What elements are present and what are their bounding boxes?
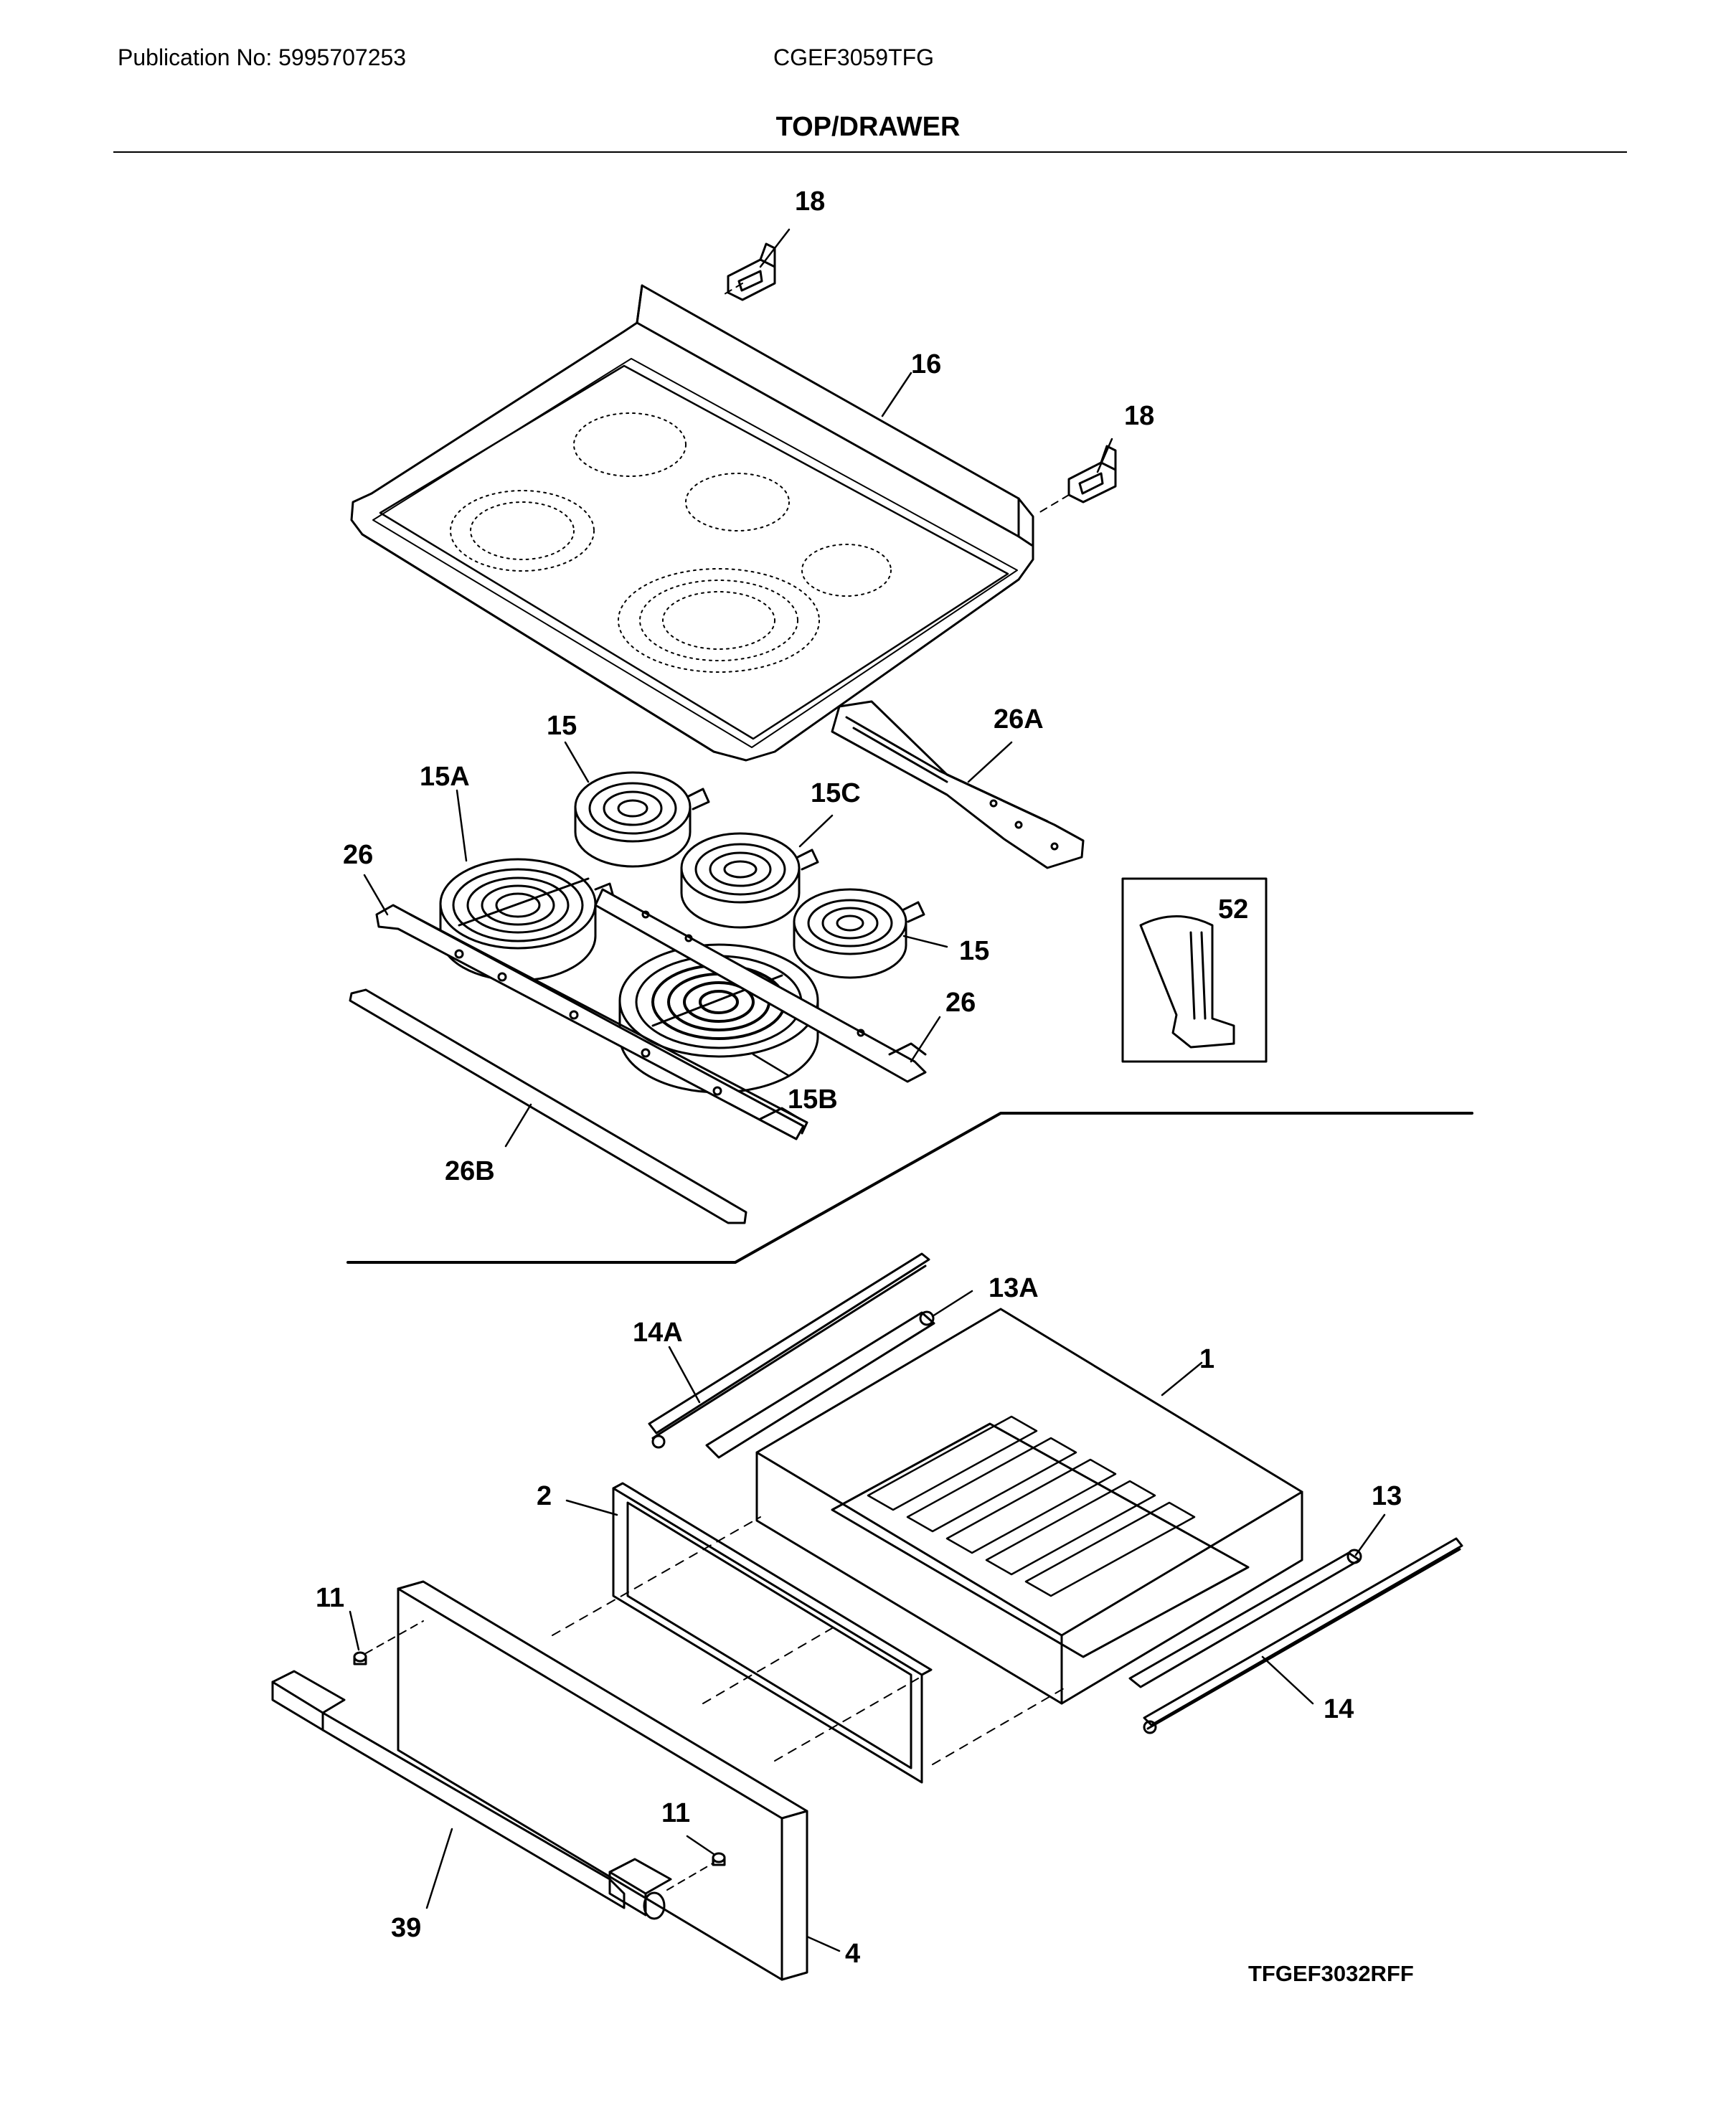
leader-dash	[365, 1620, 424, 1654]
drawer-rail-part-13	[1128, 1549, 1362, 1688]
burner-part-15c	[680, 832, 819, 929]
callout-13a: 13A	[989, 1273, 1039, 1303]
callout-13: 13	[1372, 1481, 1402, 1511]
drawer-handle-part-39	[271, 1670, 672, 1920]
drawer-frame-part-2	[612, 1482, 933, 1784]
drawing-id: TFGEF3032RFF	[1248, 1961, 1414, 1986]
callout-15b: 15B	[788, 1084, 838, 1115]
trim-part-26b	[349, 988, 747, 1224]
callout-1: 1	[1199, 1344, 1214, 1374]
callout-15-right: 15	[959, 936, 989, 966]
leader-dash	[1038, 494, 1070, 514]
support-rail-part-26-left	[375, 904, 808, 1140]
callout-18-right: 18	[1124, 401, 1154, 431]
burner-part-15-top	[574, 771, 710, 868]
support-rail-part-26-right	[594, 888, 927, 1083]
callout-2: 2	[537, 1481, 552, 1511]
leader-dash	[666, 1862, 714, 1891]
screw-part-11-right	[712, 1852, 726, 1866]
drawer-box-part-1	[755, 1308, 1303, 1705]
part-52-inset-box	[1121, 877, 1268, 1063]
callout-26b: 26B	[445, 1156, 495, 1186]
callout-4: 4	[845, 1939, 860, 1969]
drawer-panel-part-4	[397, 1580, 808, 1981]
bracket-part-18-right	[1067, 445, 1117, 504]
callout-26-right: 26	[945, 988, 976, 1018]
callout-15a: 15A	[420, 762, 470, 792]
cooktop-part-16	[350, 284, 1034, 762]
callout-14: 14	[1324, 1694, 1354, 1724]
screw-part-11-left	[353, 1651, 367, 1665]
bracket-part-18-top	[727, 242, 776, 301]
callout-11-right: 11	[661, 1798, 690, 1828]
callout-15c: 15C	[811, 778, 861, 808]
callout-16: 16	[911, 349, 941, 379]
section-title: TOP/DRAWER	[775, 112, 961, 142]
callout-52: 52	[1218, 894, 1248, 925]
leader-dash	[724, 283, 743, 295]
assembly-leader-lines	[552, 1516, 1070, 1765]
callout-26a: 26A	[994, 704, 1044, 734]
callout-39: 39	[391, 1913, 421, 1943]
callout-15-top: 15	[547, 711, 577, 741]
callout-14a: 14A	[633, 1318, 683, 1348]
wiring-bracket-part-26a	[831, 700, 1085, 869]
publication-number: Publication No: 5995707253	[118, 44, 407, 70]
drawer-rail-part-14a	[648, 1252, 930, 1449]
header-rule	[113, 151, 1627, 153]
callout-18-top: 18	[795, 186, 825, 217]
callout-26-left: 26	[343, 840, 373, 870]
drawer-rail-part-14	[1143, 1537, 1463, 1734]
model-number: CGEF3059TFG	[773, 44, 935, 70]
burner-part-15-right	[793, 888, 925, 979]
callout-11-left: 11	[316, 1583, 344, 1613]
section-divider-line	[346, 1112, 1473, 1264]
drawer-rail-part-13a	[705, 1310, 935, 1459]
callout-leaders	[349, 228, 1386, 1952]
